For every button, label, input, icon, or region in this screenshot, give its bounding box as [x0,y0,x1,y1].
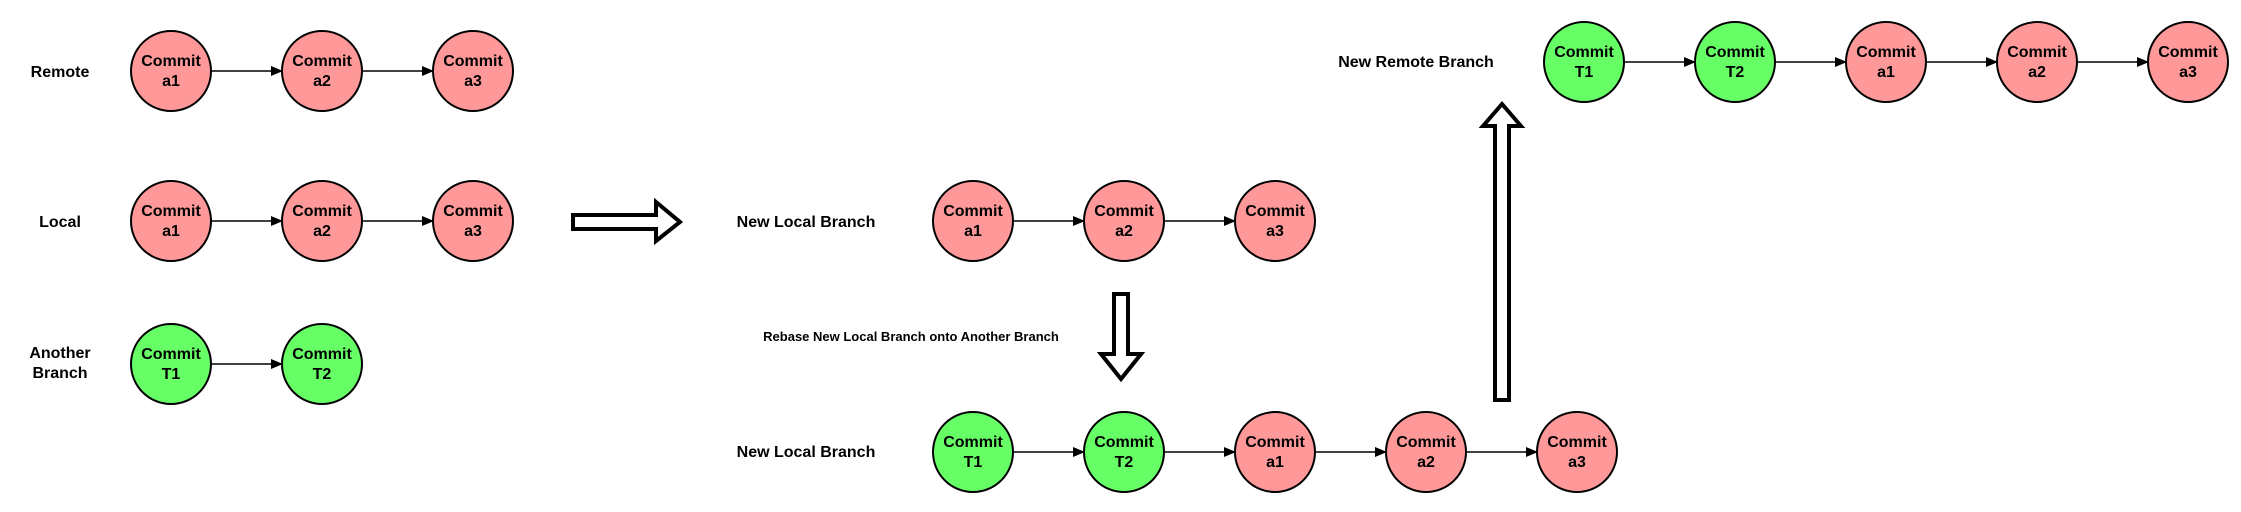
commit-id: T2 [1115,454,1134,471]
label-new-local-branch-bottom: New Local Branch [737,444,876,461]
commit-label: Commit [2158,44,2218,61]
remote-commit-node: Commit a1 [130,30,212,112]
commit-id: a2 [1417,454,1435,471]
commit-label: Commit [141,53,201,70]
commit-label: Commit [1396,434,1456,451]
commit-id: T2 [313,366,332,383]
commit-circle [432,180,514,262]
commit-label: Commit [1245,203,1305,220]
commit-id: a3 [1266,223,1284,240]
remote-commit-node: Commit a3 [432,30,514,112]
commit-circle [1083,411,1165,493]
commit-id: a3 [464,73,482,90]
commit-circle [1845,21,1927,103]
commit-circle [1234,411,1316,493]
commit-label: Commit [1547,434,1607,451]
commit-label: Commit [1094,434,1154,451]
commit-label: Commit [292,203,352,220]
commit-label: Commit [1705,44,1765,61]
commit-id: a3 [2179,64,2197,81]
commit-circle [2147,21,2229,103]
local-commit-node: Commit a3 [432,180,514,262]
commit-label: Commit [1245,434,1305,451]
label-another-branch-line2: Branch [32,365,87,382]
commit-circle [281,30,363,112]
commit-circle [1536,411,1618,493]
commit-id: a1 [1877,64,1895,81]
new-remote-commit-node: Commit a1 [1845,21,1927,103]
commit-id: a3 [1568,454,1586,471]
transition-right-arrow [571,197,684,246]
commit-circle [1083,180,1165,262]
commit-circle [1385,411,1467,493]
label-new-remote-branch: New Remote Branch [1338,54,1494,71]
label-new-local-branch-top: New Local Branch [737,214,876,231]
local-commit-node: Commit a1 [130,180,212,262]
label-remote: Remote [31,64,90,81]
commit-circle [1996,21,2078,103]
commit-circle [432,30,514,112]
commit-label: Commit [1094,203,1154,220]
new-local-top-commit-node: Commit a3 [1234,180,1316,262]
commit-id: a2 [313,223,331,240]
commit-circle [130,30,212,112]
new-remote-commit-node: Commit a2 [1996,21,2078,103]
commit-circle [932,411,1014,493]
new-local-bottom-commit-node: Commit a1 [1234,411,1316,493]
label-another-branch-line1: Another [29,345,90,362]
commit-label: Commit [443,203,503,220]
commit-label: Commit [443,53,503,70]
push-up-arrow [1478,100,1526,402]
commit-id: a2 [2028,64,2046,81]
rebase-down-arrow [1096,292,1146,383]
new-local-bottom-commit-node: Commit a2 [1385,411,1467,493]
commit-id: T1 [964,454,983,471]
commit-circle [1694,21,1776,103]
commit-circle [130,323,212,405]
commit-id: a2 [313,73,331,90]
commit-circle [281,323,363,405]
commit-label: Commit [292,346,352,363]
new-local-top-commit-node: Commit a1 [932,180,1014,262]
commit-circle [932,180,1014,262]
remote-commit-node: Commit a2 [281,30,363,112]
label-rebase-caption: Rebase New Local Branch onto Another Bra… [763,329,1059,344]
commit-id: a3 [464,223,482,240]
commit-circle [281,180,363,262]
commit-label: Commit [943,434,1003,451]
commit-id: T1 [162,366,181,383]
commit-id: T1 [1575,64,1594,81]
commit-label: Commit [141,346,201,363]
commit-circle [1543,21,1625,103]
commit-label: Commit [2007,44,2067,61]
commit-id: a2 [1115,223,1133,240]
commit-id: a1 [964,223,982,240]
commit-label: Commit [943,203,1003,220]
new-remote-commit-node: Commit a3 [2147,21,2229,103]
commit-id: a1 [162,223,180,240]
commit-id: T2 [1726,64,1745,81]
commit-id: a1 [162,73,180,90]
commit-label: Commit [1856,44,1916,61]
commit-label: Commit [292,53,352,70]
commit-circle [1234,180,1316,262]
local-commit-node: Commit a2 [281,180,363,262]
commit-chains: Commita1Commita2Commita3Commita1Commita2… [130,21,2229,493]
commit-circle [130,180,212,262]
new-local-top-commit-node: Commit a2 [1083,180,1165,262]
label-local: Local [39,214,81,231]
new-local-bottom-commit-node: Commit a3 [1536,411,1618,493]
commit-id: a1 [1266,454,1284,471]
commit-label: Commit [141,203,201,220]
commit-label: Commit [1554,44,1614,61]
